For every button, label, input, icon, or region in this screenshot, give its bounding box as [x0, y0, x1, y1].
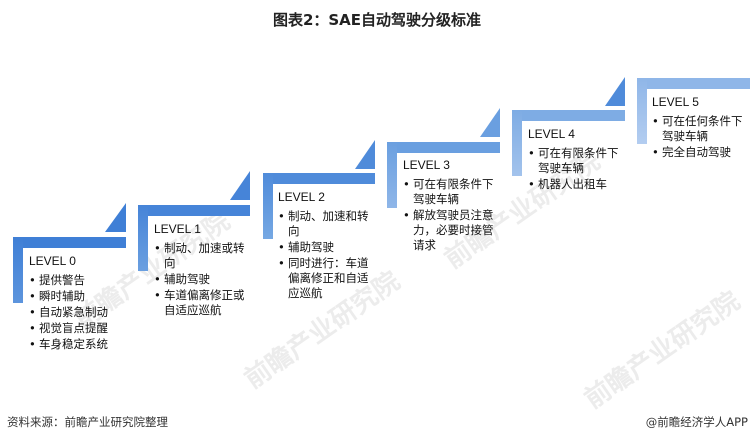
level-item: 制动、加速或转向 [154, 241, 254, 271]
step-left-bar [13, 237, 23, 303]
level-item: 辅助驾驶 [154, 272, 254, 287]
level-content: LEVEL 4 可在有限条件下驾驶车辆 机器人出租车 [528, 127, 628, 193]
step-top-bar [637, 78, 750, 89]
level-label: LEVEL 2 [278, 190, 325, 204]
level-item: 可在有限条件下驾驶车辆 [528, 146, 628, 176]
step-left-bar [512, 110, 522, 176]
level-item: 瞬时辅助 [29, 289, 129, 304]
level-item: 解放驾驶员注意力，必要时接管请求 [403, 208, 503, 253]
level-content: LEVEL 0 提供警告 瞬时辅助 自动紧急制动 视觉盲点提醒 车身稳定系统 [29, 254, 129, 353]
level-label: LEVEL 3 [403, 158, 450, 172]
step-left-bar [387, 142, 397, 208]
level-label: LEVEL 5 [652, 95, 699, 109]
step-top-bar [512, 110, 625, 121]
step-top-bar [387, 142, 500, 153]
level-label: LEVEL 1 [154, 222, 201, 236]
level-label: LEVEL 4 [528, 127, 575, 141]
step-arrow-triangle [230, 171, 250, 200]
level-content: LEVEL 5 可在任何条件下驾驶车辆 完全自动驾驶 [652, 95, 752, 161]
level-item: 提供警告 [29, 273, 129, 288]
step-left-bar [637, 78, 647, 144]
source-note: 资料来源：前瞻产业研究院整理 [7, 415, 168, 429]
step-left-bar [263, 173, 273, 239]
level-item: 视觉盲点提醒 [29, 321, 129, 336]
level-item: 同时进行：车道偏离修正和自适应巡航 [278, 256, 378, 301]
level-item: 自动紧急制动 [29, 305, 129, 320]
level-item: 完全自动驾驶 [652, 145, 752, 160]
level-content: LEVEL 3 可在有限条件下驾驶车辆 解放驾驶员注意力，必要时接管请求 [403, 158, 503, 254]
level-item: 机器人出租车 [528, 177, 628, 192]
level-content: LEVEL 1 制动、加速或转向 辅助驾驶 车道偏离修正或自适应巡航 [154, 222, 254, 319]
step-arrow-triangle [105, 203, 126, 232]
level-item: 车道偏离修正或自适应巡航 [154, 288, 254, 318]
step-left-bar [138, 205, 148, 271]
level-item: 可在任何条件下驾驶车辆 [652, 114, 752, 144]
step-arrow-triangle [355, 140, 375, 169]
level-item: 制动、加速和转向 [278, 209, 378, 239]
step-top-bar [13, 237, 126, 248]
step-arrow-triangle [605, 77, 625, 106]
level-item: 车身稳定系统 [29, 337, 129, 352]
step-top-bar [138, 205, 250, 216]
credit-note: @前瞻经济学人APP [645, 415, 748, 429]
step-arrow-triangle [480, 108, 500, 137]
level-item: 辅助驾驶 [278, 240, 378, 255]
step-top-bar [263, 173, 375, 184]
level-content: LEVEL 2 制动、加速和转向 辅助驾驶 同时进行：车道偏离修正和自适应巡航 [278, 190, 378, 302]
watermark: 前瞻产业研究院 [579, 286, 746, 416]
chart-title: 图表2：SAE自动驾驶分级标准 [272, 11, 482, 29]
level-label: LEVEL 0 [29, 254, 76, 268]
level-item: 可在有限条件下驾驶车辆 [403, 177, 503, 207]
